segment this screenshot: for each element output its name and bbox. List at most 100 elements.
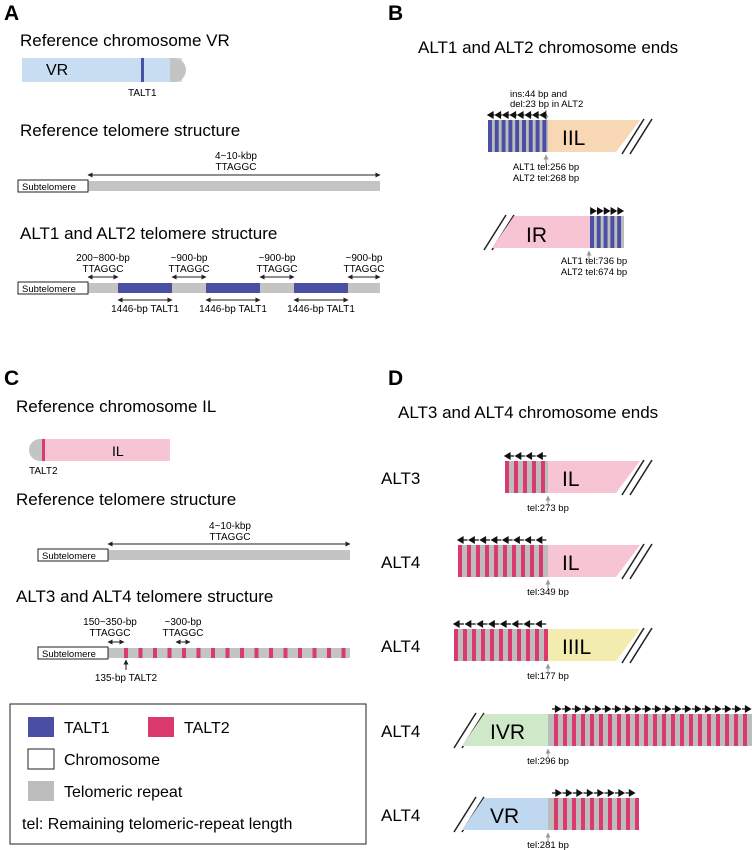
talt2-stripe (472, 629, 476, 661)
telomeric-repeat-gap (512, 120, 516, 152)
talt2-stripe (653, 714, 657, 746)
legend-talt1-label: TALT1 (64, 720, 110, 737)
telomeric-repeat-gap (532, 120, 536, 152)
talt2-stripe (503, 545, 507, 577)
alt12-telomere-structure: Subtelomere 200~800-bpTTAGGC~900-bpTTAGG… (17, 253, 385, 315)
talt2-stripe (467, 545, 471, 577)
repeat-direction-arrow (476, 619, 488, 629)
telomeric-repeat-gap (525, 545, 530, 577)
gap-seq-label: TTAGGC (344, 264, 385, 275)
repeat-direction-arrow (516, 110, 525, 120)
talt2-block (269, 648, 273, 658)
gap-length-label: ~900-bp (259, 253, 296, 264)
gap-seq-label: TTAGGC (169, 264, 210, 275)
talt1-stripe (542, 120, 547, 152)
panel-c-alt-title: ALT3 and ALT4 telomere structure (16, 587, 273, 606)
telomeric-repeat-gap (539, 629, 544, 661)
ref-tel-seq-a: TTAGGC (216, 162, 257, 173)
c-gap1-len: 150~350-bp (83, 617, 137, 628)
repeat-direction-arrow (552, 704, 562, 714)
repeat-direction-arrow (501, 110, 510, 120)
talt2-stripe (485, 545, 489, 577)
talt2-block (124, 648, 128, 658)
telomeric-repeat-gap (607, 216, 611, 248)
row-tel-length: tel:273 bp (527, 503, 569, 514)
talt1-block (206, 283, 260, 293)
talt1-stripe (501, 120, 506, 152)
talt2-block (312, 648, 317, 658)
telomeric-repeat-gap (621, 714, 626, 746)
repeat-direction-arrow (531, 110, 540, 120)
talt2-stripe (458, 545, 462, 577)
telomeric-repeat-gap (585, 798, 590, 830)
talt2-stripe (476, 545, 480, 577)
talt2-stripe (716, 714, 720, 746)
talt2-stripe (539, 545, 543, 577)
talt2-stripe (499, 629, 503, 661)
ref-telomere-a: 4~10-kbp TTAGGC Subtelomere (17, 151, 381, 193)
talt1-stripe (603, 216, 608, 248)
row-strain-label: ALT4 (381, 553, 420, 572)
telomeric-repeat-gap (507, 545, 512, 577)
end1-tel-1: ALT1 tel:256 bp (513, 162, 579, 173)
talt2-stripe (481, 629, 485, 661)
row-tel-length: tel:296 bp (527, 756, 569, 767)
panel-c-ref-chr-title: Reference chromosome IL (16, 397, 216, 416)
talt1-stripe (522, 120, 526, 152)
telomeric-repeat-gap (534, 545, 539, 577)
chromosome-vr: VR TALT1 (22, 58, 186, 99)
telomeric-repeat-gap (546, 120, 548, 152)
talt2-stripe (505, 461, 509, 493)
talt1-stripe (590, 216, 594, 248)
row-strain-label: ALT4 (381, 722, 420, 741)
talt1-unit-label: 1446-bp TALT1 (199, 304, 267, 315)
repeat-direction-arrow (615, 788, 626, 798)
talt2-block (298, 648, 302, 658)
telomeric-repeat-gap (657, 714, 662, 746)
panel-c-letter: C (4, 367, 19, 390)
end2-chr-label: IR (526, 224, 547, 247)
telomeric-repeat-gap (503, 629, 508, 661)
talt2-stripe (454, 629, 458, 661)
telomeric-repeat-gap (594, 714, 599, 746)
telomeric-repeat-gap (480, 545, 485, 577)
repeat-direction-arrow (468, 535, 479, 545)
talt2-stripe (532, 461, 536, 493)
row-strain-label: ALT3 (381, 469, 420, 488)
telomeric-repeat-gap (603, 798, 608, 830)
row-tel-length: tel:177 bp (527, 671, 569, 682)
talt1-stripe (494, 120, 499, 152)
talt2-block (341, 648, 346, 658)
repeat-direction-arrow (562, 788, 573, 798)
repeat-direction-arrow (702, 704, 712, 714)
panel-c-ref-tel-title: Reference telomere structure (16, 490, 236, 509)
repeat-direction-arrow (503, 451, 515, 461)
telomeric-repeat-gap (614, 216, 618, 248)
repeat-direction-arrow (501, 535, 513, 545)
telomeric-repeat-gap (539, 120, 543, 152)
repeat-direction-arrow (692, 704, 702, 714)
telomeric-repeat-gap (585, 714, 590, 746)
ref-tel-len-a: 4~10-kbp (215, 151, 257, 162)
talt2-stripe (590, 714, 594, 746)
telomeric-repeat-gap (476, 629, 481, 661)
legend-chromosome-label: Chromosome (64, 752, 160, 769)
talt2-block (182, 648, 186, 658)
telomeric-repeat-gap (494, 629, 499, 661)
legend-tel-note: tel: Remaining telomeric-repeat length (22, 816, 292, 833)
row-tel-length: tel:349 bp (527, 587, 569, 598)
telomeric-repeat-gap (702, 714, 707, 746)
telomeric-repeat-gap (530, 629, 535, 661)
subtelomere-label-a1: Subtelomere (22, 182, 76, 193)
repeat-direction-arrow (712, 704, 722, 714)
telomeric-repeat-gap (630, 714, 635, 746)
end2-tel-2: ALT2 tel:674 bp (561, 267, 627, 278)
telomeric-repeat-gap (527, 461, 532, 493)
talt2-block (225, 648, 230, 658)
telomeric-repeat-gap (729, 714, 734, 746)
telomeric-repeat-gap (518, 461, 523, 493)
c-gap2-seq: TTAGGC (163, 628, 204, 639)
